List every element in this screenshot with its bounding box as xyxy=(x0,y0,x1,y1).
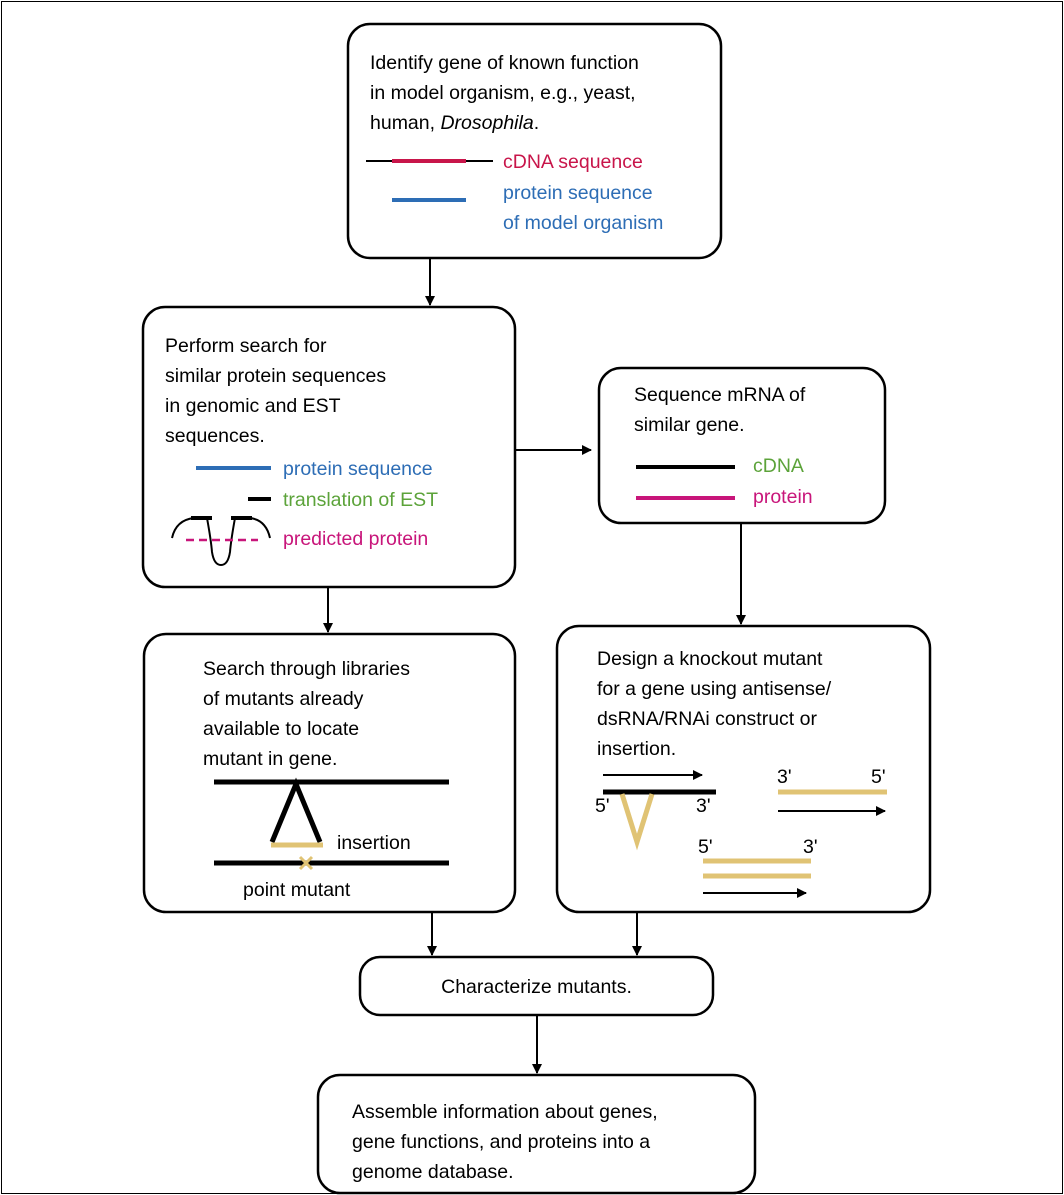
insertion-loop xyxy=(269,777,323,843)
characterize-label: Characterize mutants. xyxy=(441,976,632,998)
legend-model-organism: of model organism xyxy=(503,212,663,234)
box-characterize-mutants xyxy=(358,955,715,1017)
assemble-line-1: Assemble information about genes, xyxy=(352,1101,658,1123)
legend-cdna-sequence: cDNA sequence xyxy=(503,151,643,173)
search-line-3: available to locate xyxy=(203,718,359,740)
design-line-1: Design a knockout mutant xyxy=(597,648,823,670)
search-line-1: Search through libraries xyxy=(203,658,410,680)
node-characterize-mutants: Characterize mutants. xyxy=(358,955,715,1017)
node-sequence-mrna: Sequence mRNA of similar gene. cDNA prot… xyxy=(597,366,887,525)
sequence-line-1: Sequence mRNA of xyxy=(634,384,806,406)
legend-protein: protein xyxy=(753,486,813,508)
sequence-line-2: similar gene. xyxy=(634,414,745,436)
construct1-insert xyxy=(619,793,655,851)
node-identify-gene: Identify gene of known function in model… xyxy=(346,22,723,260)
label-insertion: insertion xyxy=(337,832,411,854)
box-assemble-database xyxy=(316,1073,757,1195)
design-line-3: dsRNA/RNAi construct or xyxy=(597,708,817,730)
perform-line-3: in genomic and EST xyxy=(165,395,341,417)
label-point-mutant: point mutant xyxy=(243,879,351,901)
legend-predicted-protein: predicted protein xyxy=(283,528,428,550)
design-line-2: for a gene using antisense/ xyxy=(597,678,832,700)
identify-line-1: Identify gene of known function xyxy=(370,52,639,74)
node-perform-search: Perform search for similar protein seque… xyxy=(141,305,517,589)
identify-line-3: human, Drosophila. xyxy=(370,112,539,134)
label-construct1-5prime: 5' xyxy=(595,795,610,817)
node-search-libraries: Search through libraries of mutants alre… xyxy=(142,632,517,914)
box-search-libraries xyxy=(142,632,517,914)
perform-line-1: Perform search for xyxy=(165,335,327,357)
perform-line-4: sequences. xyxy=(165,425,265,447)
box-sequence-mrna xyxy=(597,366,887,525)
perform-line-2: similar protein sequences xyxy=(165,365,386,387)
label-construct3-5prime: 5' xyxy=(698,836,713,858)
legend-est-translation: translation of EST xyxy=(283,489,438,511)
label-construct3-3prime: 3' xyxy=(803,836,818,858)
label-construct2-3prime: 3' xyxy=(777,766,792,788)
legend-cdna: cDNA xyxy=(753,455,804,477)
edges xyxy=(323,258,746,1074)
label-construct2-5prime: 5' xyxy=(871,766,886,788)
search-line-2: of mutants already xyxy=(203,688,364,710)
node-assemble-database: Assemble information about genes, gene f… xyxy=(316,1073,757,1195)
assemble-line-3: genome database. xyxy=(352,1161,514,1183)
identify-line-2: in model organism, e.g., yeast, xyxy=(370,82,636,104)
point-mutation-mark xyxy=(298,855,314,871)
node-design-knockout: Design a knockout mutant for a gene usin… xyxy=(555,624,932,914)
assemble-line-2: gene functions, and proteins into a xyxy=(352,1131,650,1153)
box-design-knockout xyxy=(555,624,932,914)
label-construct1-3prime: 3' xyxy=(696,795,711,817)
legend-protein-sequence: protein sequence xyxy=(503,182,653,204)
search-line-4: mutant in gene. xyxy=(203,748,337,770)
legend-protein-search: protein sequence xyxy=(283,458,433,480)
design-line-4: insertion. xyxy=(597,738,676,760)
